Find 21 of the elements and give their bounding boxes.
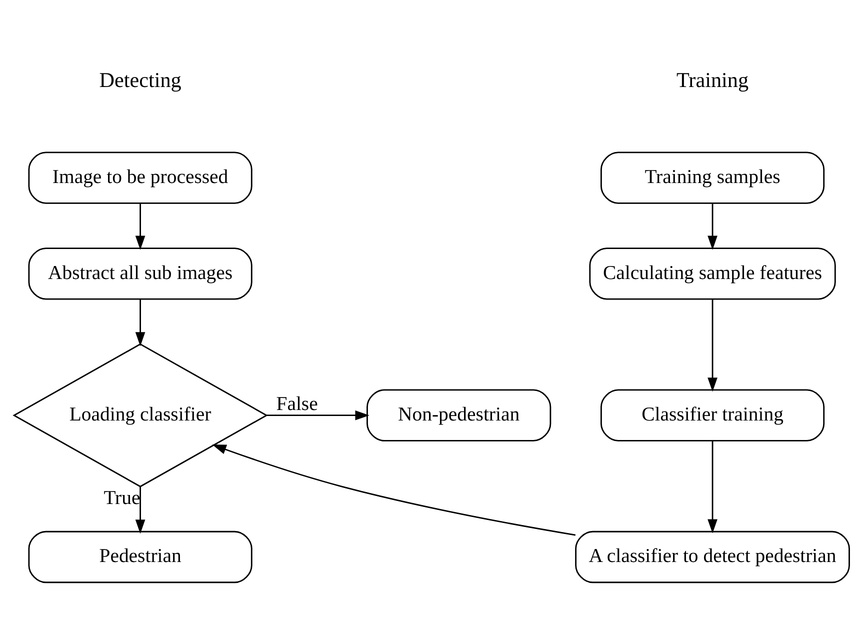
arrow xyxy=(212,444,576,536)
node-box: Abstract all sub images xyxy=(28,247,252,300)
label: Detecting xyxy=(99,67,182,92)
arrow xyxy=(708,203,718,250)
node-box: Training samples xyxy=(600,151,825,204)
arrow xyxy=(135,486,146,534)
arrow xyxy=(266,410,370,420)
node-box: Image to be processed xyxy=(28,151,252,204)
node-diamond: Loading classifier xyxy=(12,342,268,487)
edge-label: False xyxy=(276,392,318,414)
arrow xyxy=(135,203,146,250)
label: Training xyxy=(676,67,749,92)
node-box: A classifier to detect pedestrian xyxy=(575,530,850,583)
node-box: Calculating sample features xyxy=(589,247,836,300)
arrow xyxy=(708,440,718,533)
node-box: Classifier training xyxy=(600,388,825,441)
edge-label: True xyxy=(104,486,140,508)
node-box: Pedestrian xyxy=(28,530,252,583)
arrow xyxy=(135,298,146,346)
arrow xyxy=(708,298,718,392)
node-box: Non-pedestrian xyxy=(366,388,552,441)
